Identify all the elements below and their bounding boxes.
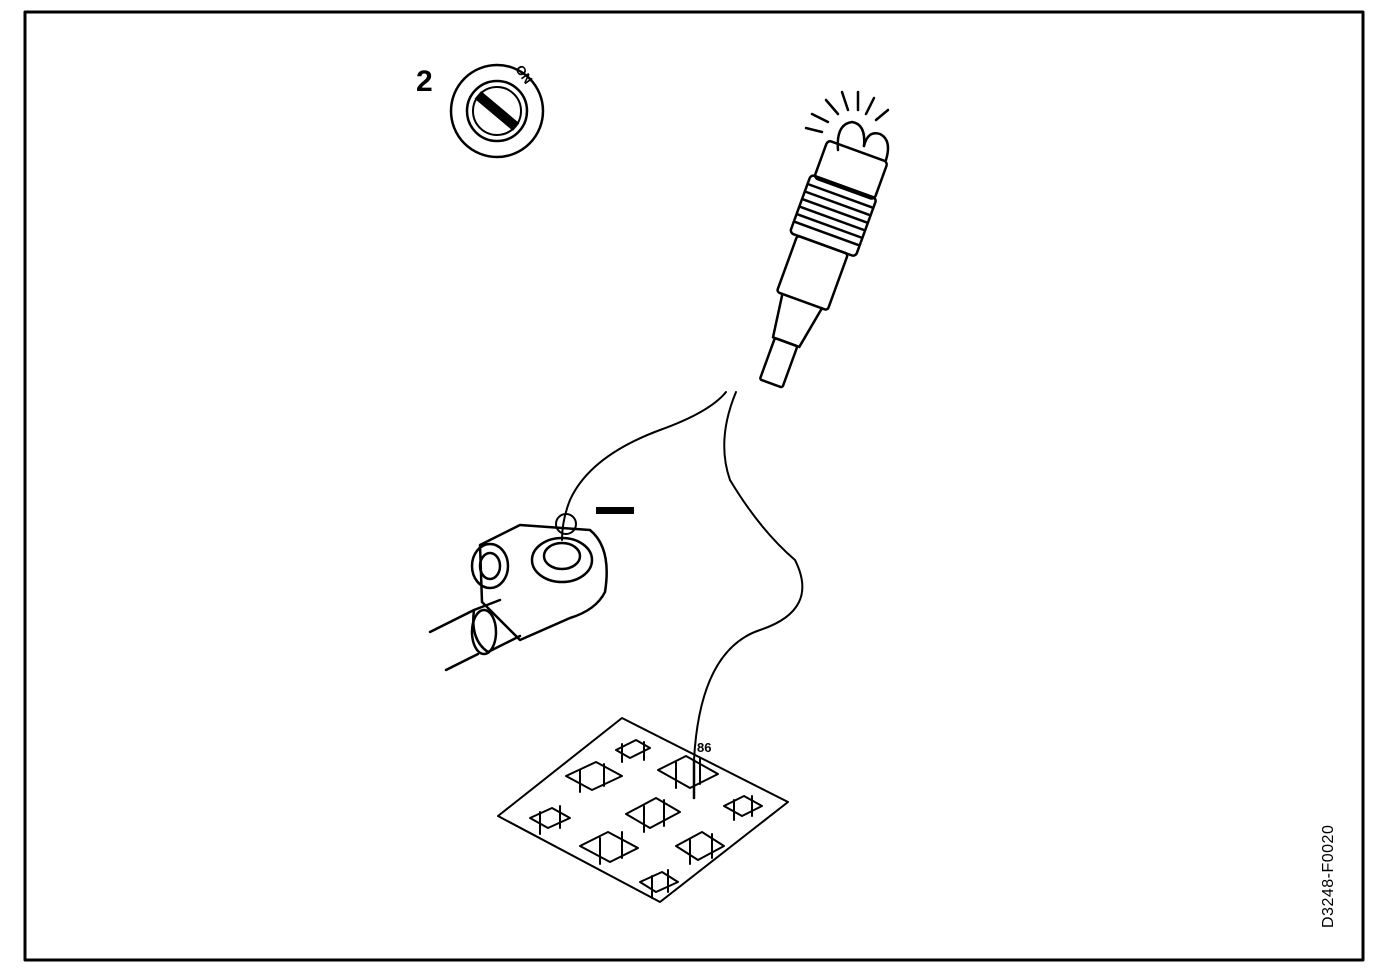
diagram-frame — [23, 10, 1365, 962]
negative-terminal-symbol — [596, 507, 634, 514]
relay-box-icon — [497, 717, 789, 903]
positive-lead-wire — [693, 391, 804, 761]
step-number: 2 — [416, 65, 433, 98]
terminal-86-label: 86 — [697, 740, 711, 755]
figure-code: D3248-F0020 — [1320, 825, 1337, 928]
ground-lead-wire — [561, 391, 727, 541]
test-lamp-icon — [759, 90, 890, 389]
ignition-switch-icon: ON — [449, 62, 545, 159]
knock-sensor-icon — [428, 513, 608, 672]
